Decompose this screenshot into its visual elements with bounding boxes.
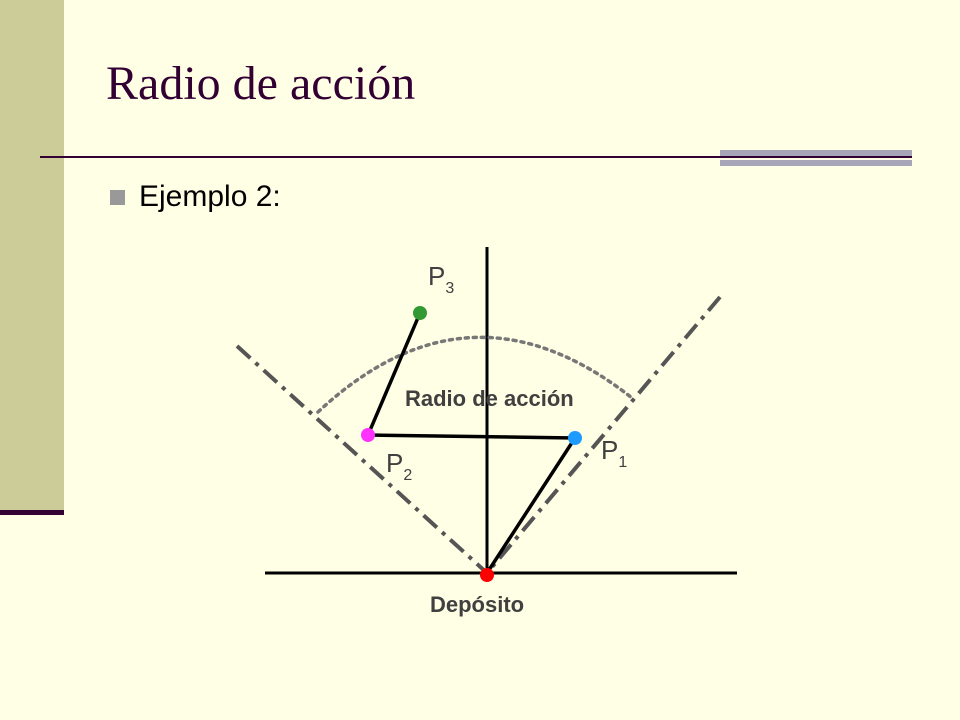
route-p3-p2 [366, 312, 422, 436]
slide-title: Radio de acción [106, 57, 416, 110]
bullet-item: Ejemplo 2: [110, 182, 281, 212]
title-divider-accent-bottom [720, 160, 912, 166]
route-p2-p1 [367, 433, 576, 440]
right-boundary-line [485, 295, 722, 575]
bullet-square-icon [110, 189, 125, 205]
side-accent-underline [0, 510, 64, 515]
point-p2-label: P2 [386, 448, 412, 484]
side-accent-bar [0, 0, 64, 510]
range-label: Radio de acción [405, 386, 574, 411]
range-arc [316, 335, 634, 414]
route-p1-depot [485, 437, 577, 574]
point-p3-label: P3 [428, 261, 454, 297]
depot-label: Depósito [430, 592, 524, 617]
point-p1-marker [568, 431, 582, 445]
title-divider [40, 156, 912, 158]
action-radius-diagram: Radio de acción P3 P2 P1 Depósito [235, 247, 737, 617]
left-boundary-line [235, 344, 489, 575]
point-p2-marker [361, 428, 375, 442]
title-divider-accent-top [720, 150, 912, 156]
depot-marker [480, 568, 494, 582]
bullet-text: Ejemplo 2: [139, 180, 281, 213]
point-p1-label: P1 [601, 435, 627, 471]
point-p3-marker [413, 306, 427, 320]
